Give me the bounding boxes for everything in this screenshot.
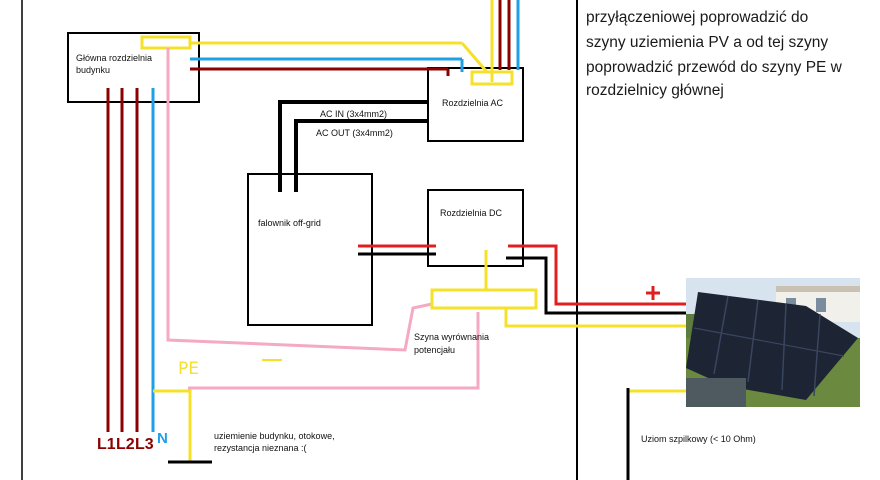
building-ground-label-2: rezystancja nieznana :(	[214, 443, 307, 453]
note-line-4: rozdzielnicy głównej	[586, 82, 724, 99]
ac-panel-box	[427, 67, 524, 142]
neutral-label: N	[157, 430, 168, 447]
busbar-shape	[430, 288, 538, 310]
busbar-label-1: Szyna wyrównania	[414, 332, 490, 342]
inverter-box	[247, 173, 373, 326]
phase-label-l1: L1	[97, 436, 116, 453]
rod-ground-label: Uziom szpilkowy (< 10 Ohm)	[641, 434, 756, 444]
inverter-label: falownik off-grid	[258, 218, 321, 228]
main-panel-label-1: Główna rozdzielnia	[76, 53, 153, 63]
note-line-2: szyny uziemienia PV a od tej szyny	[586, 34, 829, 51]
ac-panel-label: Rozdzielnia AC	[442, 98, 504, 108]
note-line-1: przyłączeniowej poprowadzić do	[586, 9, 809, 26]
dc-panel-label: Rozdzielnia DC	[440, 208, 503, 218]
pe-label: PE	[178, 359, 199, 379]
busbar-label-2: potencjału	[414, 345, 456, 355]
main-panel-label-2: budynku	[76, 65, 111, 75]
phase-label-l3: L3	[135, 436, 154, 453]
ac-in-label: AC IN (3x4mm2)	[320, 109, 388, 119]
pv-array-photo	[686, 278, 860, 407]
ac-pe-bar	[470, 70, 514, 86]
dc-panel-box	[427, 189, 524, 267]
building-ground-label-1: uziemienie budynku, otokowe,	[214, 431, 335, 441]
note-line-3: poprowadzić przewód do szyny PE w	[586, 59, 842, 76]
main-pe-bar	[140, 35, 192, 50]
phase-label-l2: L2	[116, 436, 135, 453]
ac-out-label: AC OUT (3x4mm2)	[316, 128, 393, 138]
